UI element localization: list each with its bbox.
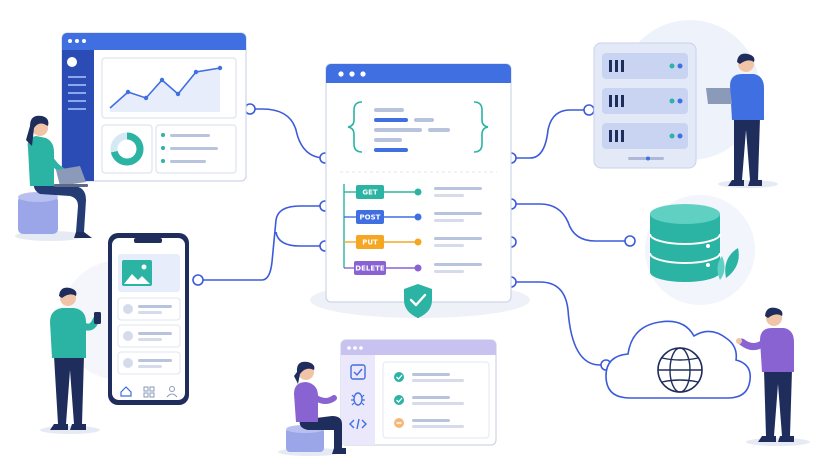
check-icon <box>394 372 404 382</box>
shield-check-icon <box>404 284 432 318</box>
connector-dashboard-api <box>246 108 326 159</box>
user-icon <box>166 386 178 398</box>
connector-phone-api <box>198 205 325 281</box>
donut-chart-icon <box>110 132 144 166</box>
line-chart-icon <box>101 57 237 119</box>
method-badge-put[interactable] <box>356 235 384 249</box>
method-badge-post[interactable] <box>356 210 384 224</box>
database-icon <box>649 204 721 282</box>
method-label-post: POST <box>360 214 381 222</box>
code-icon <box>349 418 367 430</box>
method-label-delete: DELETE <box>355 265 385 273</box>
connector-api-server <box>511 109 590 159</box>
grid-icon <box>143 386 155 398</box>
globe-icon <box>657 347 703 393</box>
method-badge-get[interactable] <box>356 185 384 199</box>
dashboard-window <box>61 32 247 182</box>
image-icon <box>122 260 152 286</box>
method-row: POST <box>344 210 482 224</box>
api-methods-list: GET POST PUT DELETE <box>344 185 482 275</box>
method-label-get: GET <box>362 189 378 197</box>
checklist-icon <box>350 364 366 380</box>
connector-api-cloud <box>511 281 606 366</box>
man-with-laptop <box>706 53 778 188</box>
man-pointing <box>736 307 810 446</box>
connector-api-database <box>511 203 630 242</box>
connector-phone-api-2 <box>275 231 325 247</box>
leaf-icon <box>717 248 739 280</box>
server-icon <box>593 42 697 169</box>
method-row: PUT <box>344 235 482 249</box>
mobile-app <box>108 233 189 405</box>
man-with-phone <box>40 287 101 434</box>
woman-with-laptop <box>15 115 92 241</box>
method-row: GET <box>344 185 482 199</box>
home-icon <box>120 386 132 397</box>
method-badge-delete[interactable] <box>354 261 386 275</box>
check-icon <box>394 395 404 405</box>
woman-tester <box>278 361 346 456</box>
method-label-put: PUT <box>362 239 378 247</box>
bug-icon <box>351 392 365 406</box>
testing-window <box>340 339 497 446</box>
method-row: DELETE <box>344 261 482 275</box>
